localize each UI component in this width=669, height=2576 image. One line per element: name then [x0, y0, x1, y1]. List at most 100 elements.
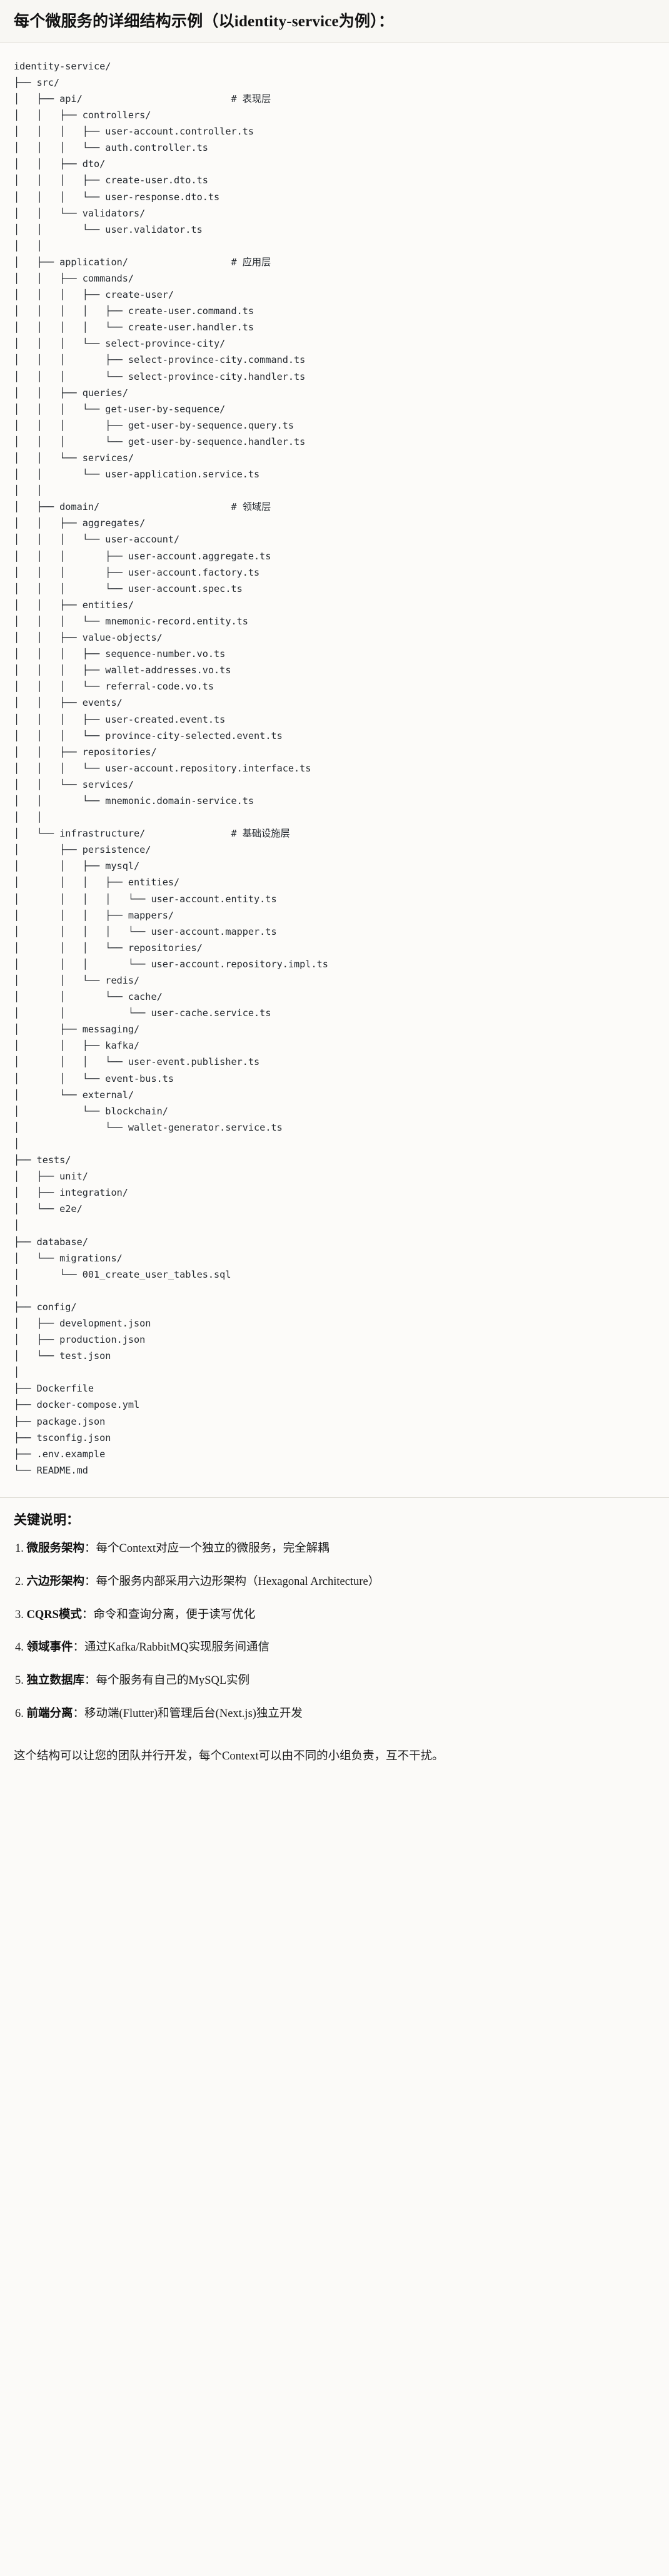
tree-line: │ ├── api/ # 表现层: [14, 93, 271, 104]
key-note-separator: ：: [84, 1542, 96, 1555]
tree-line: │ │ │ │ └── create-user.handler.ts: [14, 322, 254, 333]
tree-line: │ │ └── event-bus.ts: [14, 1072, 174, 1084]
key-note-term: 六边形架构: [26, 1575, 85, 1588]
tree-line: ├── tsconfig.json: [14, 1432, 111, 1443]
tree-line: │ └── migrations/: [14, 1252, 123, 1264]
page-title: 每个微服务的详细结构示例（以identity-service为例）：: [14, 13, 395, 30]
key-note-description: 每个服务有自己的MySQL实例: [96, 1674, 250, 1687]
tree-line: │ │ │ └── user-account.repository.interf…: [14, 762, 311, 774]
tree-line: │ └── 001_create_user_tables.sql: [14, 1268, 231, 1280]
tree-line: │ │ │ └── select-province-city.handler.t…: [14, 370, 306, 382]
tree-line: │ ├── domain/ # 领域层: [14, 501, 271, 513]
key-note-item: 领域事件：通过Kafka/RabbitMQ实现服务间通信: [14, 1639, 655, 1657]
tree-line: │ │ │ ├── select-province-city.command.t…: [14, 354, 306, 366]
tree-line: identity-service/: [14, 60, 111, 72]
tree-line: ├── src/: [14, 76, 60, 88]
tree-line: │ ├── persistence/: [14, 844, 151, 856]
key-note-term: 前端分离: [26, 1707, 73, 1720]
tree-line: │ │ └── user-cache.service.ts: [14, 1007, 271, 1019]
tree-line: ├── Dockerfile: [14, 1383, 94, 1395]
tree-line: ├── config/: [14, 1301, 77, 1313]
key-notes-section: 关键说明： 微服务架构：每个Context对应一个独立的微服务，完全解耦六边形架…: [0, 1497, 669, 1744]
tree-line: │ │ │ │ └── user-account.mapper.ts: [14, 925, 277, 937]
tree-line: │: [14, 1138, 20, 1149]
tree-line: └── README.md: [14, 1464, 88, 1476]
tree-line: │ │ │ └── user-account.spec.ts: [14, 583, 243, 594]
tree-line: │ │ ├── dto/: [14, 158, 106, 170]
tree-line: │ │ │ ├── get-user-by-sequence.query.ts: [14, 419, 294, 431]
tree-line: │ │ ├── aggregates/: [14, 517, 146, 529]
tree-line: │ │ │ └── referral-code.vo.ts: [14, 681, 214, 693]
tree-line: │ │ │ ├── user-account.factory.ts: [14, 566, 260, 578]
tree-line: │ │ │ └── get-user-by-sequence.handler.t…: [14, 435, 306, 447]
key-notes-title: 关键说明：: [14, 1512, 79, 1527]
key-note-separator: ：: [81, 1608, 94, 1621]
tree-line: │ │ │ └── user-event.publisher.ts: [14, 1056, 260, 1068]
tree-line: │ └── external/: [14, 1089, 134, 1101]
tree-line: │ │ │ └── repositories/: [14, 942, 203, 954]
tree-line: │ │ └── user.validator.ts: [14, 223, 203, 235]
tree-line: │ │ │ └── province-city-selected.event.t…: [14, 730, 283, 741]
key-note-term: 领域事件: [26, 1641, 73, 1654]
tree-line: │ │ │ └── get-user-by-sequence/: [14, 403, 226, 415]
directory-tree-block: identity-service/ ├── src/ │ ├── api/ # …: [0, 43, 669, 1498]
tree-line: │ │ │ ├── entities/: [14, 877, 180, 888]
tree-line: │ │ │ ├── create-user.dto.ts: [14, 175, 208, 186]
tree-line: │ │ ├── commands/: [14, 272, 134, 284]
tree-line: │ │ ├── repositories/: [14, 746, 157, 758]
tree-line: │ ├── integration/: [14, 1187, 128, 1199]
key-note-description: 通过Kafka/RabbitMQ实现服务间通信: [84, 1641, 270, 1654]
key-note-term: 独立数据库: [26, 1674, 85, 1687]
key-note-description: 每个服务内部采用六边形架构（Hexagonal Architecture）: [96, 1575, 380, 1588]
key-note-item: 独立数据库：每个服务有自己的MySQL实例: [14, 1672, 655, 1690]
tree-line: ├── .env.example: [14, 1448, 106, 1460]
tree-line: │ │ │ └── user-response.dto.ts: [14, 191, 220, 203]
tree-line: │ └── e2e/: [14, 1203, 83, 1215]
tree-line: │ │ │ └── auth.controller.ts: [14, 142, 208, 154]
tree-line: │ │ │ │ ├── create-user.command.ts: [14, 305, 254, 317]
tree-line: │ └── test.json: [14, 1350, 111, 1362]
tree-line: │ │ │ └── user-account.repository.impl.t…: [14, 958, 328, 970]
tree-line: │ │ │ ├── wallet-addresses.vo.ts: [14, 664, 231, 676]
document-page: 每个微服务的详细结构示例（以identity-service为例）： ident…: [0, 0, 669, 1783]
document-header: 每个微服务的详细结构示例（以identity-service为例）：: [0, 0, 669, 43]
tree-line: │ │ ├── events/: [14, 697, 123, 709]
tree-line: │: [14, 1367, 20, 1378]
key-notes-list: 微服务架构：每个Context对应一个独立的微服务，完全解耦六边形架构：每个服务…: [14, 1540, 655, 1723]
tree-line: │ │ ├── entities/: [14, 599, 134, 611]
key-note-separator: ：: [84, 1575, 96, 1588]
tree-line: │ │ └── services/: [14, 778, 134, 790]
key-note-item: 六边形架构：每个服务内部采用六边形架构（Hexagonal Architectu…: [14, 1573, 655, 1591]
tree-line: │ │ └── cache/: [14, 991, 163, 1003]
tree-line: │ │ │ ├── create-user/: [14, 289, 174, 301]
tree-line: │ ├── application/ # 应用层: [14, 256, 271, 268]
tree-line: │ │: [14, 812, 43, 823]
tree-line: │ │ │ └── select-province-city/: [14, 338, 226, 350]
tree-line: │ │ │ ├── user-account.aggregate.ts: [14, 550, 271, 562]
tree-line: │ │ └── user-application.service.ts: [14, 469, 260, 481]
closing-paragraph: 这个结构可以让您的团队并行开发，每个Context可以由不同的小组负责，互不干扰…: [0, 1744, 669, 1783]
tree-line: │ └── infrastructure/ # 基础设施层: [14, 828, 290, 840]
key-note-item: 微服务架构：每个Context对应一个独立的微服务，完全解耦: [14, 1540, 655, 1558]
tree-line: ├── package.json: [14, 1415, 106, 1427]
tree-line: │ ├── unit/: [14, 1171, 88, 1183]
tree-line: │ │ │ ├── user-created.event.ts: [14, 713, 226, 725]
tree-line: │ └── blockchain/: [14, 1105, 168, 1117]
key-note-description: 命令和查询分离，便于读写优化: [93, 1608, 256, 1621]
tree-line: │ │ │ └── user-account/: [14, 534, 180, 546]
key-note-separator: ：: [73, 1641, 85, 1654]
tree-line: │ │: [14, 485, 43, 497]
tree-line: │ ├── development.json: [14, 1317, 151, 1329]
tree-line: │ │: [14, 240, 43, 252]
key-note-description: 每个Context对应一个独立的微服务，完全解耦: [96, 1542, 329, 1555]
key-note-separator: ：: [73, 1707, 85, 1720]
key-note-term: CQRS模式: [26, 1608, 82, 1621]
tree-line: │ │ │ │ └── user-account.entity.ts: [14, 893, 277, 905]
tree-line: │: [14, 1285, 20, 1296]
tree-line: │ │ └── services/: [14, 452, 134, 464]
tree-line: │ │ │ ├── mappers/: [14, 909, 174, 921]
tree-line: │ │ │ ├── user-account.controller.ts: [14, 126, 254, 138]
tree-line: ├── docker-compose.yml: [14, 1399, 140, 1411]
tree-line: │ │ │ └── mnemonic-record.entity.ts: [14, 615, 248, 627]
tree-line: │ │ └── redis/: [14, 975, 140, 986]
